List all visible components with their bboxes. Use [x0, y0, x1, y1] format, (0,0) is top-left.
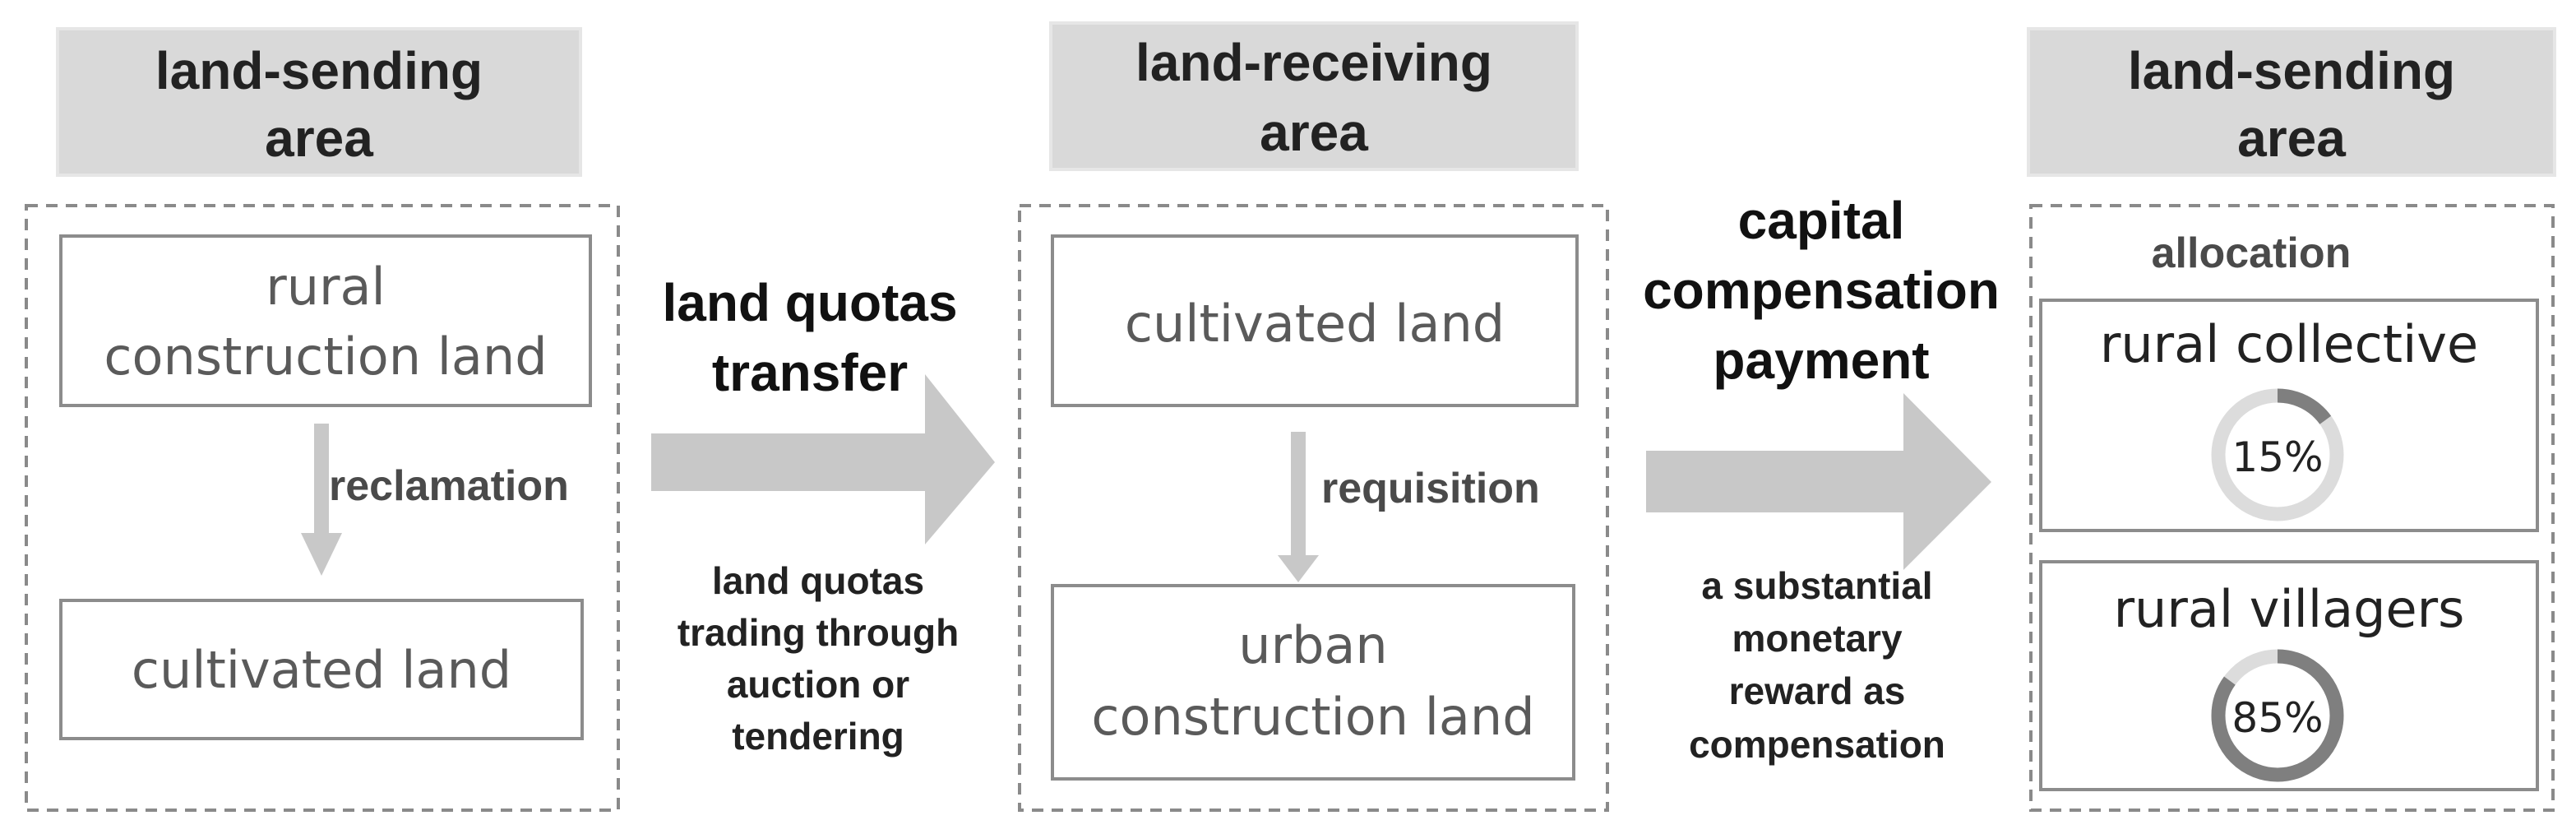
rural-collective-donut-value [2211, 388, 2344, 521]
quota-transfer-arrow [651, 374, 995, 544]
left-header-line2: area [265, 109, 373, 168]
urban-construction-land-box [1051, 584, 1575, 781]
left-cultivated-land-box [59, 599, 584, 740]
rural-villagers-box [2039, 560, 2539, 791]
rural-collective-donut [2211, 388, 2344, 521]
middle-header-line2: area [1260, 103, 1368, 162]
middle-column: land-receiving area cultivated land requ… [1018, 21, 1609, 812]
left-dashed-group [25, 204, 620, 812]
middle-header-line1: land-receiving [1135, 33, 1492, 92]
middle-cultivated-land-label: cultivated land [1125, 294, 1505, 354]
rural-construction-land-line2: construction land [104, 327, 547, 387]
compensation-desc-line2: monetary [1732, 617, 1902, 660]
rural-construction-land-line1: rural [266, 257, 386, 317]
quota-transfer-desc-line1: land quotas [712, 559, 924, 602]
rural-villagers-percent: 85% [2231, 694, 2323, 742]
quota-transfer-title-line2: transfer [712, 343, 908, 402]
rural-collective-box [2039, 299, 2539, 532]
allocation-label: allocation [2152, 229, 2352, 277]
compensation-desc-line1: a substantial [1701, 564, 1932, 607]
rural-construction-land-box [59, 234, 592, 407]
compensation-title-line2: compensation [1643, 261, 2000, 320]
quota-transfer-desc-line2: trading through [678, 611, 959, 654]
middle-dashed-group [1018, 204, 1609, 812]
urban-construction-land-line2: construction land [1091, 687, 1534, 747]
rural-villagers-donut [2211, 649, 2344, 782]
quota-transfer-title-line1: land quotas [662, 273, 957, 332]
requisition-arrow [1278, 432, 1319, 582]
right-header-line2: area [2237, 109, 2346, 168]
requisition-label: requisition [1321, 465, 1540, 512]
compensation-title-line1: capital [1738, 191, 1905, 250]
left-cultivated-land-label: cultivated land [132, 640, 511, 700]
left-column: land-sending area rural construction lan… [25, 27, 620, 812]
urban-construction-land-line1: urban [1238, 615, 1387, 675]
compensation-arrow [1646, 393, 1991, 570]
right-header-line1: land-sending [2128, 41, 2455, 100]
reclamation-arrow [301, 424, 342, 576]
middle-cultivated-land-box [1051, 234, 1579, 407]
compensation-desc-line4: compensation [1689, 723, 1945, 766]
right-column: land-sending area allocation rural colle… [2027, 27, 2556, 812]
rural-collective-label: rural collective [2100, 314, 2478, 374]
reclamation-label: reclamation [329, 462, 569, 510]
right-header-box [2027, 27, 2556, 177]
quota-transfer-flow: land quotas transfer land quotas trading… [651, 273, 995, 758]
rural-villagers-label: rural villagers [2114, 579, 2465, 639]
rural-villagers-donut-value [2211, 649, 2344, 782]
compensation-flow: capital compensation payment a substanti… [1643, 191, 2000, 766]
quota-transfer-desc-line4: tendering [732, 715, 904, 758]
compensation-desc-line3: reward as [1729, 670, 1906, 712]
left-header-box [56, 27, 582, 177]
quota-transfer-desc-line3: auction or [727, 663, 909, 706]
right-dashed-group [2029, 204, 2555, 812]
middle-header-box [1049, 21, 1579, 171]
compensation-title-line3: payment [1713, 331, 1929, 390]
rural-collective-percent: 15% [2231, 433, 2323, 481]
left-header-line1: land-sending [155, 41, 483, 100]
